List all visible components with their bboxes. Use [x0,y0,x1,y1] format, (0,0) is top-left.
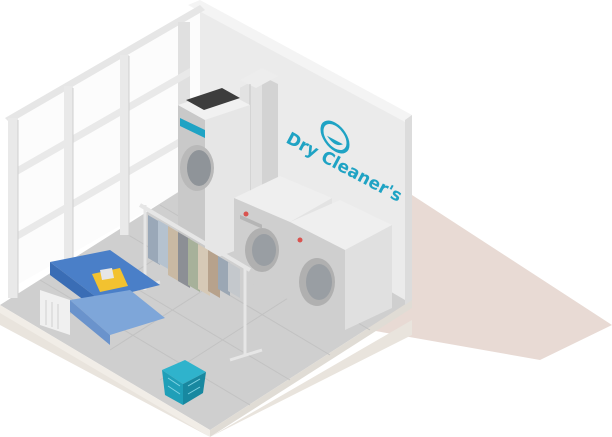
window-wall [5,5,205,298]
washing-machine-icon [320,120,350,154]
ironing-press [40,250,165,345]
iron-icon [92,268,128,292]
back-wall-top [188,0,412,122]
laundry-basket [162,360,206,405]
floor-slab-edge [0,310,412,437]
clothes-rack [129,203,263,362]
floor-front-right [210,300,412,437]
washing-machine-2 [243,200,392,330]
back-wall-edge [405,115,412,305]
hanging-garments [148,215,240,298]
ground-shadow [360,195,612,360]
floor-front-left [0,305,210,437]
